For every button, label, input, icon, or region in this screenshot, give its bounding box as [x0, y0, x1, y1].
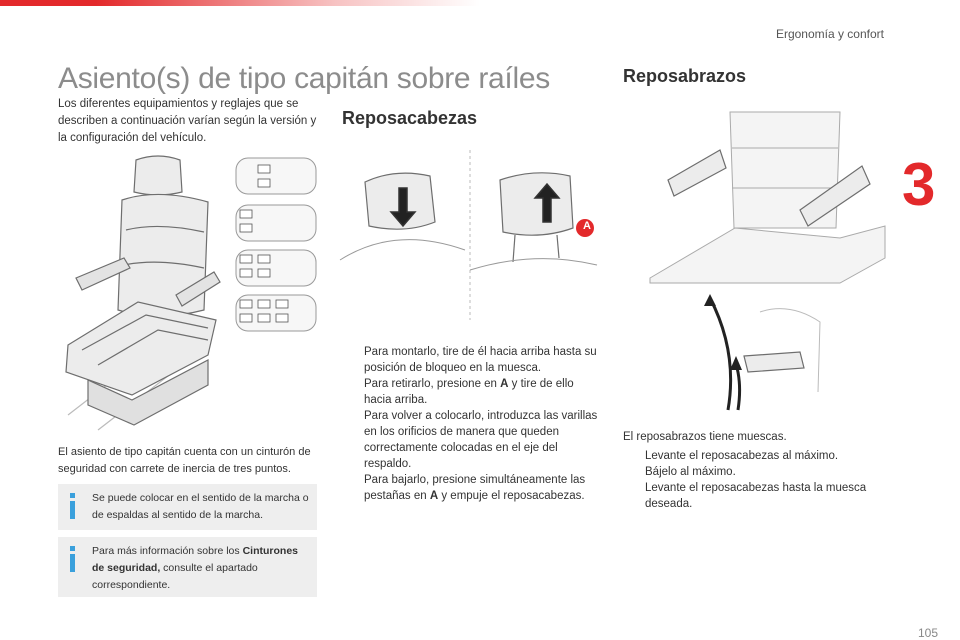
armrest-illustration [649, 111, 886, 284]
info-icon [70, 546, 75, 551]
list-item: Bájelo al máximo. [645, 466, 736, 478]
info-icon [70, 493, 75, 498]
intro-text: Los diferentes equipamientos y reglajes … [58, 98, 317, 144]
page-title: Asiento(s) de tipo capitán sobre raíles [58, 62, 550, 95]
headrest-instructions: Para montarlo, tire de él hacia arriba h… [342, 344, 604, 504]
info-box-seatbelts: Para más información sobre los Cinturone… [58, 537, 317, 597]
header-accent-bar [0, 0, 480, 6]
armrest-instructions: Levante el reposacabezas al máximo. Báje… [623, 448, 893, 512]
info-box-text: Se puede colocar en el sentido de la mar… [92, 492, 309, 521]
list-item: Para bajarlo, presione simultáneamente l… [364, 474, 586, 502]
armrest-intro: El reposabrazos tiene muescas. [623, 431, 787, 443]
seat-caption: El asiento de tipo capitán cuenta con un… [58, 446, 311, 475]
info-box-text: Para más información sobre los Cinturone… [92, 545, 298, 591]
page-number: 105 [917, 626, 938, 640]
list-item: Levante el reposacabezas hasta la muesca… [645, 482, 867, 510]
list-item: Para retirarlo, presione en A y tire de … [364, 378, 574, 406]
chapter-number: 3 [902, 151, 936, 218]
captain-seat-illustration [65, 155, 317, 431]
armrest-position-illustration [704, 294, 821, 411]
marker-a: A [583, 220, 591, 232]
headrest-illustration [339, 150, 598, 320]
info-box-orientation: Se puede colocar en el sentido de la mar… [58, 484, 317, 530]
section-title: Ergonomía y confort [775, 27, 884, 41]
list-item: Levante el reposacabezas al máximo. [645, 450, 839, 462]
list-item: Para montarlo, tire de él hacia arriba h… [364, 346, 597, 374]
headrest-title: Reposacabezas [342, 108, 478, 128]
armrest-title: Reposabrazos [623, 66, 747, 86]
list-item: Para volver a colocarlo, introduzca las … [364, 410, 598, 470]
